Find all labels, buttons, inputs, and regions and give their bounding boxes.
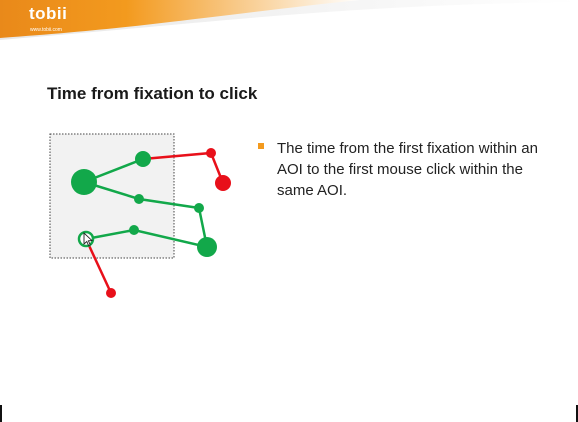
fixation-dot xyxy=(129,225,139,235)
fixation-dot xyxy=(135,151,151,167)
red-fixation-dot xyxy=(106,288,116,298)
aoi-box xyxy=(49,133,175,259)
slide-title: Time from fixation to click xyxy=(47,84,258,103)
fixation-dot xyxy=(197,237,217,257)
bullet-text: The time from the first fixation within … xyxy=(277,140,538,199)
red-fixation-dot xyxy=(215,175,231,191)
fixation-dot xyxy=(134,194,144,204)
slide-edge-left xyxy=(0,405,2,422)
logo-url: www.tobii.com xyxy=(30,27,62,33)
tobii-logo: tobii xyxy=(29,4,68,23)
slide-edge-right xyxy=(576,405,578,422)
mouse-cursor-icon xyxy=(83,231,94,247)
header-bar: tobii www.tobii.com xyxy=(0,0,578,40)
red-fixation-dot xyxy=(206,148,216,158)
square-bullet-icon xyxy=(258,143,264,149)
fixation-dot xyxy=(71,169,97,195)
fixation-dot xyxy=(194,203,204,213)
header-swoosh xyxy=(0,0,578,40)
